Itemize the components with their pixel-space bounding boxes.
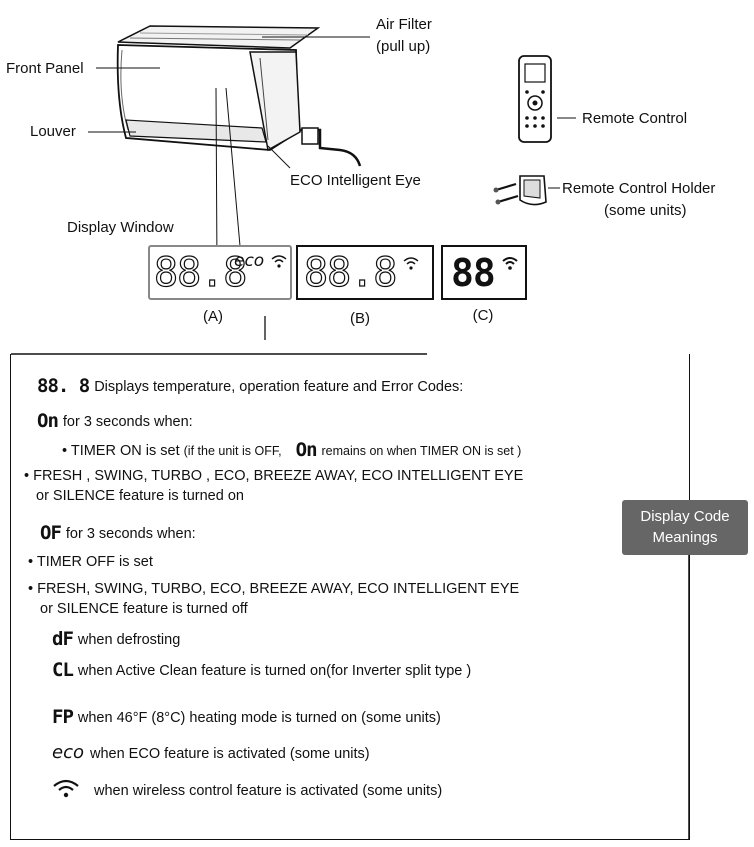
wifi-icon bbox=[502, 257, 518, 270]
remote-holder-icon bbox=[493, 175, 547, 206]
timer-on-line: • TIMER ON is set (if the unit is OFF, O… bbox=[62, 439, 522, 461]
eco-eye-label: ECO Intelligent Eye bbox=[290, 172, 421, 189]
box-top-border bbox=[11, 353, 427, 355]
wifi-icon bbox=[53, 779, 79, 798]
panel-c-id: (C) bbox=[472, 307, 494, 324]
features-on-line-2: or SILENCE feature is turned on bbox=[36, 488, 244, 504]
eco-icon: eco bbox=[52, 742, 84, 763]
remote-holder-note: (some units) bbox=[604, 202, 687, 219]
panel-b-id: (B) bbox=[350, 310, 370, 327]
code-fp: FP bbox=[52, 706, 74, 728]
display-panel-a: 88.8 eco bbox=[148, 245, 292, 300]
code-888: 88. 8 bbox=[37, 375, 90, 397]
remote-holder-label: Remote Control Holder bbox=[562, 180, 716, 197]
code-df: dF bbox=[52, 628, 74, 650]
panel-a-id: (A) bbox=[203, 308, 223, 325]
remote-control-icon bbox=[518, 55, 552, 143]
panel-c-digits: 88 bbox=[451, 251, 496, 295]
code-of: OF bbox=[40, 522, 62, 544]
code-on-inline: On bbox=[295, 439, 318, 461]
air-filter-shape bbox=[117, 25, 321, 49]
display-window-label: Display Window bbox=[67, 219, 174, 236]
features-off-line-2: or SILENCE feature is turned off bbox=[40, 601, 248, 617]
panel-a-digits: 88.8 bbox=[153, 250, 248, 296]
display-panel-c: 88 bbox=[441, 245, 527, 300]
louver-label: Louver bbox=[30, 123, 76, 140]
front-panel-label: Front Panel bbox=[6, 60, 84, 77]
wifi-icon bbox=[271, 255, 287, 268]
panel-b-digits: 88.8 bbox=[303, 250, 398, 296]
display-code-meanings-badge: Display Code Meanings bbox=[622, 500, 748, 555]
features-on-line-1: • FRESH , SWING, TURBO , ECO, BREEZE AWA… bbox=[24, 468, 524, 484]
code-on: On bbox=[37, 410, 59, 432]
timer-off-line: • TIMER OFF is set bbox=[28, 554, 153, 570]
air-filter-note: (pull up) bbox=[376, 38, 431, 55]
code-line-wifi: when wireless control feature is activat… bbox=[52, 779, 442, 800]
features-off-line-1: • FRESH, SWING, TURBO, ECO, BREEZE AWAY,… bbox=[28, 581, 520, 597]
code-cl: CL bbox=[52, 659, 74, 681]
air-filter-label: Air Filter bbox=[376, 16, 432, 33]
ac-unit-illustration bbox=[88, 25, 576, 340]
wifi-icon bbox=[403, 257, 419, 270]
remote-control-label: Remote Control bbox=[582, 110, 688, 127]
panel-a-eco: eco bbox=[234, 251, 265, 271]
display-panel-b: 88.8 bbox=[296, 245, 434, 300]
